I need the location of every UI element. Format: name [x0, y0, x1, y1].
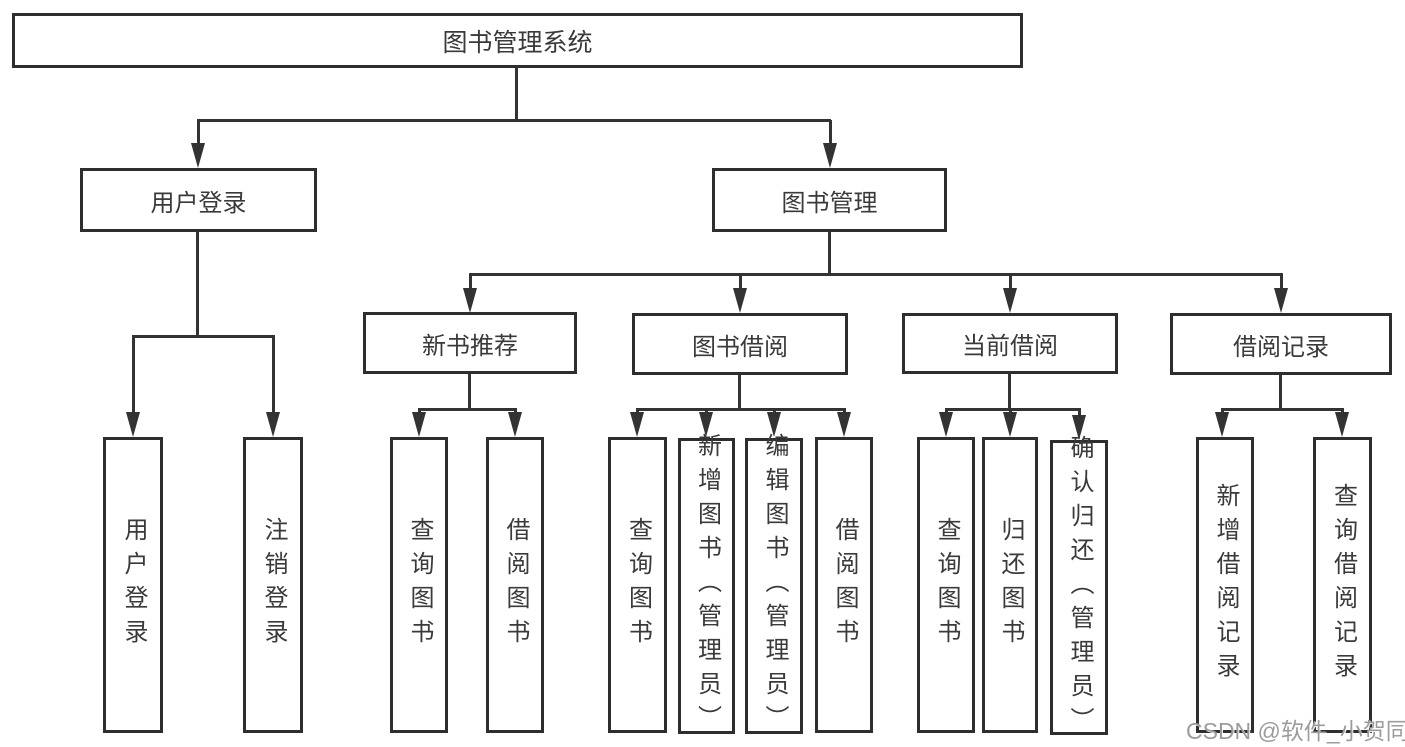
- arrow-down-icon: [1003, 409, 1017, 437]
- arrow-down-icon: [823, 120, 837, 168]
- arrow-down-icon: [767, 409, 781, 437]
- connector-new-rec-rail: [418, 408, 517, 411]
- node-return-books: 归还图书: [982, 437, 1038, 733]
- node-label: 确认归还（管理员）: [1066, 434, 1093, 741]
- node-label: 用户登录: [120, 517, 147, 653]
- arrow-down-icon: [1274, 274, 1288, 313]
- node-user-login-leaf: 用户登录: [103, 437, 163, 733]
- node-label: 借阅图书: [831, 517, 858, 653]
- arrow-down-icon: [1335, 409, 1349, 437]
- node-edit-books-admin: 编辑图书（管理员）: [745, 433, 803, 739]
- connector-user-login-stub: [196, 232, 199, 338]
- connector-root-rail: [197, 119, 831, 122]
- node-query-books: 查询图书: [390, 437, 448, 733]
- node-query-books: 查询图书: [917, 437, 975, 733]
- arrow-down-icon: [837, 409, 851, 437]
- node-book-borrowing: 图书借阅: [632, 313, 848, 375]
- node-label: 借阅图书: [502, 517, 529, 653]
- node-label: 归还图书: [997, 517, 1024, 653]
- node-current-borrowing: 当前借阅: [902, 313, 1118, 374]
- node-library-system: 图书管理系统: [12, 13, 1023, 68]
- node-query-borrow-record: 查询借阅记录: [1313, 437, 1372, 733]
- connector-new-rec-stub: [468, 374, 471, 411]
- node-book-management: 图书管理: [712, 168, 947, 232]
- connector-book-mgmt-rail: [469, 273, 1283, 276]
- connector-records-stub: [1279, 374, 1282, 411]
- arrow-down-icon: [1215, 409, 1229, 437]
- node-new-book-recommend: 新书推荐: [363, 312, 577, 374]
- arrow-down-icon: [939, 409, 953, 437]
- node-label: 注销登录: [260, 517, 287, 653]
- csdn-watermark: CSDN @软件_小贺同学: [1186, 718, 1405, 744]
- arrow-down-icon: [699, 409, 713, 437]
- connector-book-mgmt-stub: [828, 232, 831, 276]
- node-label: 新增借阅记录: [1212, 483, 1239, 687]
- arrow-down-icon: [463, 274, 477, 313]
- connector-user-login-rail: [132, 335, 275, 338]
- arrow-down-icon: [412, 409, 426, 437]
- arrow-down-icon: [126, 336, 140, 437]
- node-add-borrow-record: 新增借阅记录: [1196, 437, 1254, 733]
- node-query-books: 查询图书: [608, 437, 667, 733]
- arrow-down-icon: [630, 409, 644, 437]
- node-label: 查询图书: [624, 517, 652, 653]
- connector-current-stub: [1008, 374, 1011, 411]
- node-borrowing-records: 借阅记录: [1170, 313, 1392, 375]
- connector-current-rail: [945, 408, 1081, 411]
- arrow-down-icon: [266, 336, 280, 437]
- node-label: 查询图书: [406, 517, 433, 653]
- arrow-down-icon: [191, 120, 205, 168]
- node-borrow-books: 借阅图书: [486, 437, 544, 733]
- node-logout: 注销登录: [243, 437, 303, 733]
- connector-borrow-rail: [636, 408, 846, 411]
- node-add-books-admin: 新增图书（管理员）: [678, 433, 735, 739]
- arrow-down-icon: [733, 274, 747, 313]
- node-user-login: 用户登录: [80, 168, 317, 232]
- node-label: 查询图书: [933, 517, 960, 653]
- node-borrow-books: 借阅图书: [815, 437, 873, 733]
- node-confirm-return-admin: 确认归还（管理员）: [1050, 435, 1108, 741]
- arrow-down-icon: [1003, 274, 1017, 313]
- arrow-down-icon: [508, 409, 522, 437]
- arrow-down-icon: [1072, 409, 1086, 440]
- node-label: 新增图书（管理员）: [693, 433, 721, 739]
- connector-borrow-stub: [738, 375, 741, 411]
- connector-records-rail: [1221, 408, 1344, 411]
- connector-root-stub: [515, 68, 518, 121]
- node-label: 编辑图书（管理员）: [761, 433, 788, 739]
- node-label: 查询借阅记录: [1329, 483, 1357, 687]
